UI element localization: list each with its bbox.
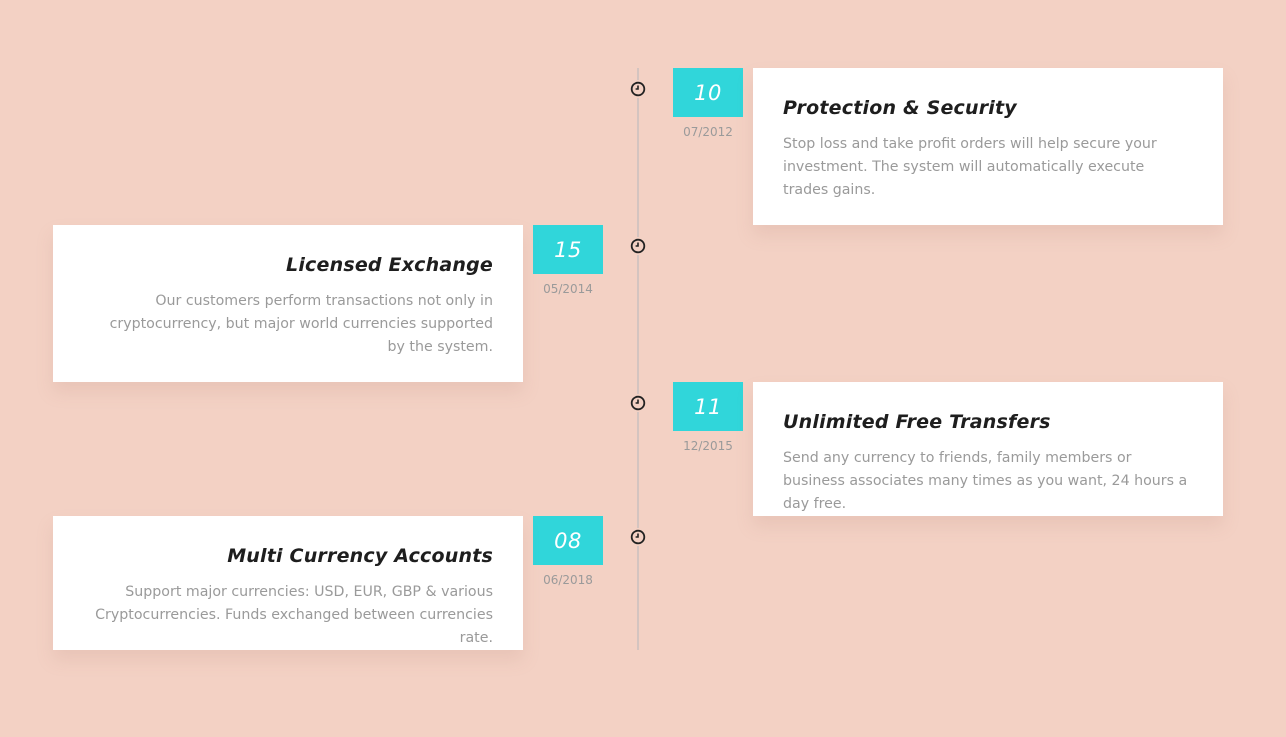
clock-icon [629, 394, 647, 412]
clock-icon [629, 237, 647, 255]
timeline-date: 07/2012 [683, 125, 733, 139]
card-description: Support major currencies: USD, EUR, GBP … [95, 584, 493, 646]
timeline-number-badge: 15 [533, 225, 603, 274]
card-description: Send any currency to friends, family mem… [783, 450, 1188, 512]
clock-icon [629, 528, 647, 546]
timeline-card: Unlimited Free Transfers Send any curren… [753, 382, 1223, 516]
card-title: Multi Currency Accounts [227, 545, 493, 567]
timeline-number-badge: 11 [673, 382, 743, 431]
timeline-axis [637, 68, 639, 650]
card-description: Our customers perform transactions not o… [109, 293, 493, 355]
card-title: Licensed Exchange [286, 254, 493, 276]
timeline-card: Protection & Security Stop loss and take… [753, 68, 1223, 225]
timeline-date: 06/2018 [543, 573, 593, 587]
timeline-date: 05/2014 [543, 282, 593, 296]
timeline-card: Multi Currency Accounts Support major cu… [53, 516, 523, 650]
timeline-number-badge: 08 [533, 516, 603, 565]
timeline-card: Licensed Exchange Our customers perform … [53, 225, 523, 382]
card-title: Unlimited Free Transfers [783, 411, 1051, 433]
clock-icon [629, 80, 647, 98]
timeline-date: 12/2015 [683, 439, 733, 453]
timeline-number-badge: 10 [673, 68, 743, 117]
card-title: Protection & Security [783, 97, 1017, 119]
card-description: Stop loss and take profit orders will he… [783, 136, 1157, 198]
